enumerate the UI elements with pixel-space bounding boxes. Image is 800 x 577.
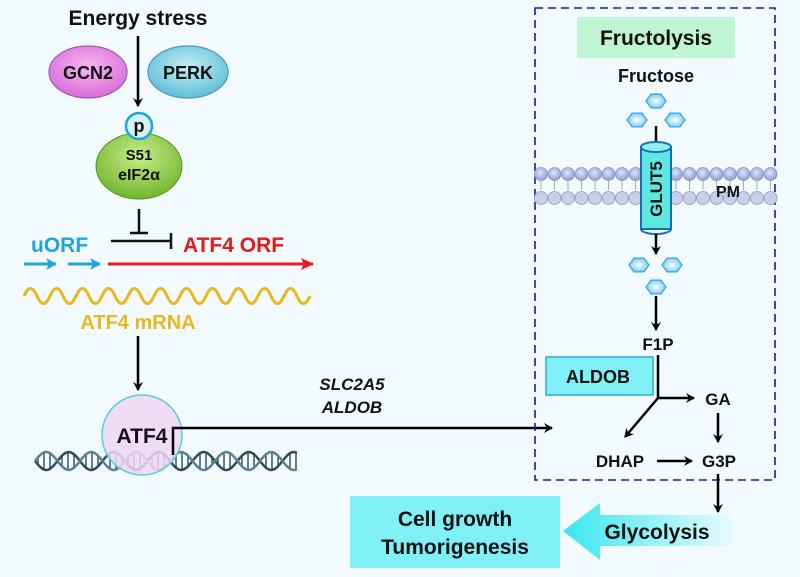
eif2a-site-label: S51 xyxy=(126,147,153,164)
lipid-head xyxy=(574,167,589,181)
glycolysis-label: Glycolysis xyxy=(604,521,709,544)
lipid-head xyxy=(561,167,575,181)
lipid-head xyxy=(682,191,697,205)
atf4-label: ATF4 xyxy=(117,425,168,448)
f1p-label: F1P xyxy=(642,335,673,354)
lipid-head xyxy=(615,167,629,181)
lipid-head xyxy=(696,167,710,181)
fructose-hexagon-icon xyxy=(645,279,667,295)
fructolysis-title-bg xyxy=(577,17,735,58)
lipid-head xyxy=(682,167,697,181)
lipid-head xyxy=(588,191,602,205)
mrna-label: ATF4 mRNA xyxy=(80,312,195,334)
aldolase-split-arrows xyxy=(624,355,695,438)
fructose-hexagon-icon xyxy=(664,112,686,128)
fructose-hexagon-icon xyxy=(628,257,650,273)
lipid-head xyxy=(709,191,724,205)
lipid-head xyxy=(736,191,751,205)
g3p-label: G3P xyxy=(702,452,736,471)
aldob-enzyme-box xyxy=(545,356,654,396)
uorf-label: uORF xyxy=(31,234,88,257)
lipid-head xyxy=(750,191,764,205)
fructose-hexagon-icon xyxy=(626,112,648,128)
lipid-head xyxy=(723,167,737,181)
glut5-transporter: GLUT5 xyxy=(640,141,672,235)
dhap-label: DHAP xyxy=(596,452,644,471)
eif2a-node: S51 eIF2α xyxy=(95,132,183,200)
lipid-head xyxy=(709,167,724,181)
lipid-head xyxy=(547,191,562,205)
fructolysis-title: Fructolysis xyxy=(600,27,712,50)
perk-node: PERK xyxy=(147,45,229,99)
lipid-head xyxy=(615,191,629,205)
fructose-hexagon-icon xyxy=(645,93,667,109)
lipid-head xyxy=(750,167,764,181)
perk-label: PERK xyxy=(163,63,213,83)
fructose-label: Fructose xyxy=(618,66,694,86)
gcn2-node: GCN2 xyxy=(48,45,128,99)
aldob-enzyme-label: ALDOB xyxy=(566,367,630,387)
lipid-head xyxy=(763,167,778,181)
lipid-head xyxy=(763,191,778,205)
outcome-cell-growth: Cell growth xyxy=(398,508,512,531)
gcn2-label: GCN2 xyxy=(63,63,113,83)
target-gene-slc2a5: SLC2A5 xyxy=(319,375,385,394)
lipid-head xyxy=(534,167,548,181)
plasma-membrane xyxy=(534,167,778,205)
atf4-node: ATF4 xyxy=(101,394,183,476)
pm-label: PM xyxy=(716,184,740,201)
target-gene-aldob: ALDOB xyxy=(321,398,382,417)
outcome-tumorigenesis: Tumorigenesis xyxy=(381,536,529,559)
fructose-molecules xyxy=(626,93,686,295)
lipid-head xyxy=(574,191,589,205)
transcription-arrow xyxy=(171,423,553,455)
mrna-wave xyxy=(22,287,312,305)
lipid-head xyxy=(547,167,562,181)
phospho-label: p xyxy=(134,116,145,136)
lipid-head xyxy=(561,191,575,205)
inhibition-symbol xyxy=(111,209,173,249)
glycolysis-arrow xyxy=(563,503,732,560)
fructolysis-box xyxy=(534,7,776,481)
outcome-box xyxy=(350,496,560,568)
lipid-head xyxy=(601,191,616,205)
lipid-head xyxy=(588,167,602,181)
eif2a-label: eIF2α xyxy=(118,167,160,184)
ga-label: GA xyxy=(705,390,731,409)
lipid-head xyxy=(601,167,616,181)
lipid-head xyxy=(736,167,751,181)
phospho-badge: p xyxy=(124,111,154,141)
glut5-label: GLUT5 xyxy=(647,161,666,217)
lipid-head xyxy=(534,191,548,205)
lipid-head xyxy=(696,191,710,205)
fructose-hexagon-icon xyxy=(661,257,683,273)
lipid-head xyxy=(723,191,737,205)
atf4-orf-label: ATF4 ORF xyxy=(183,234,284,257)
energy-stress-label: Energy stress xyxy=(69,7,208,30)
